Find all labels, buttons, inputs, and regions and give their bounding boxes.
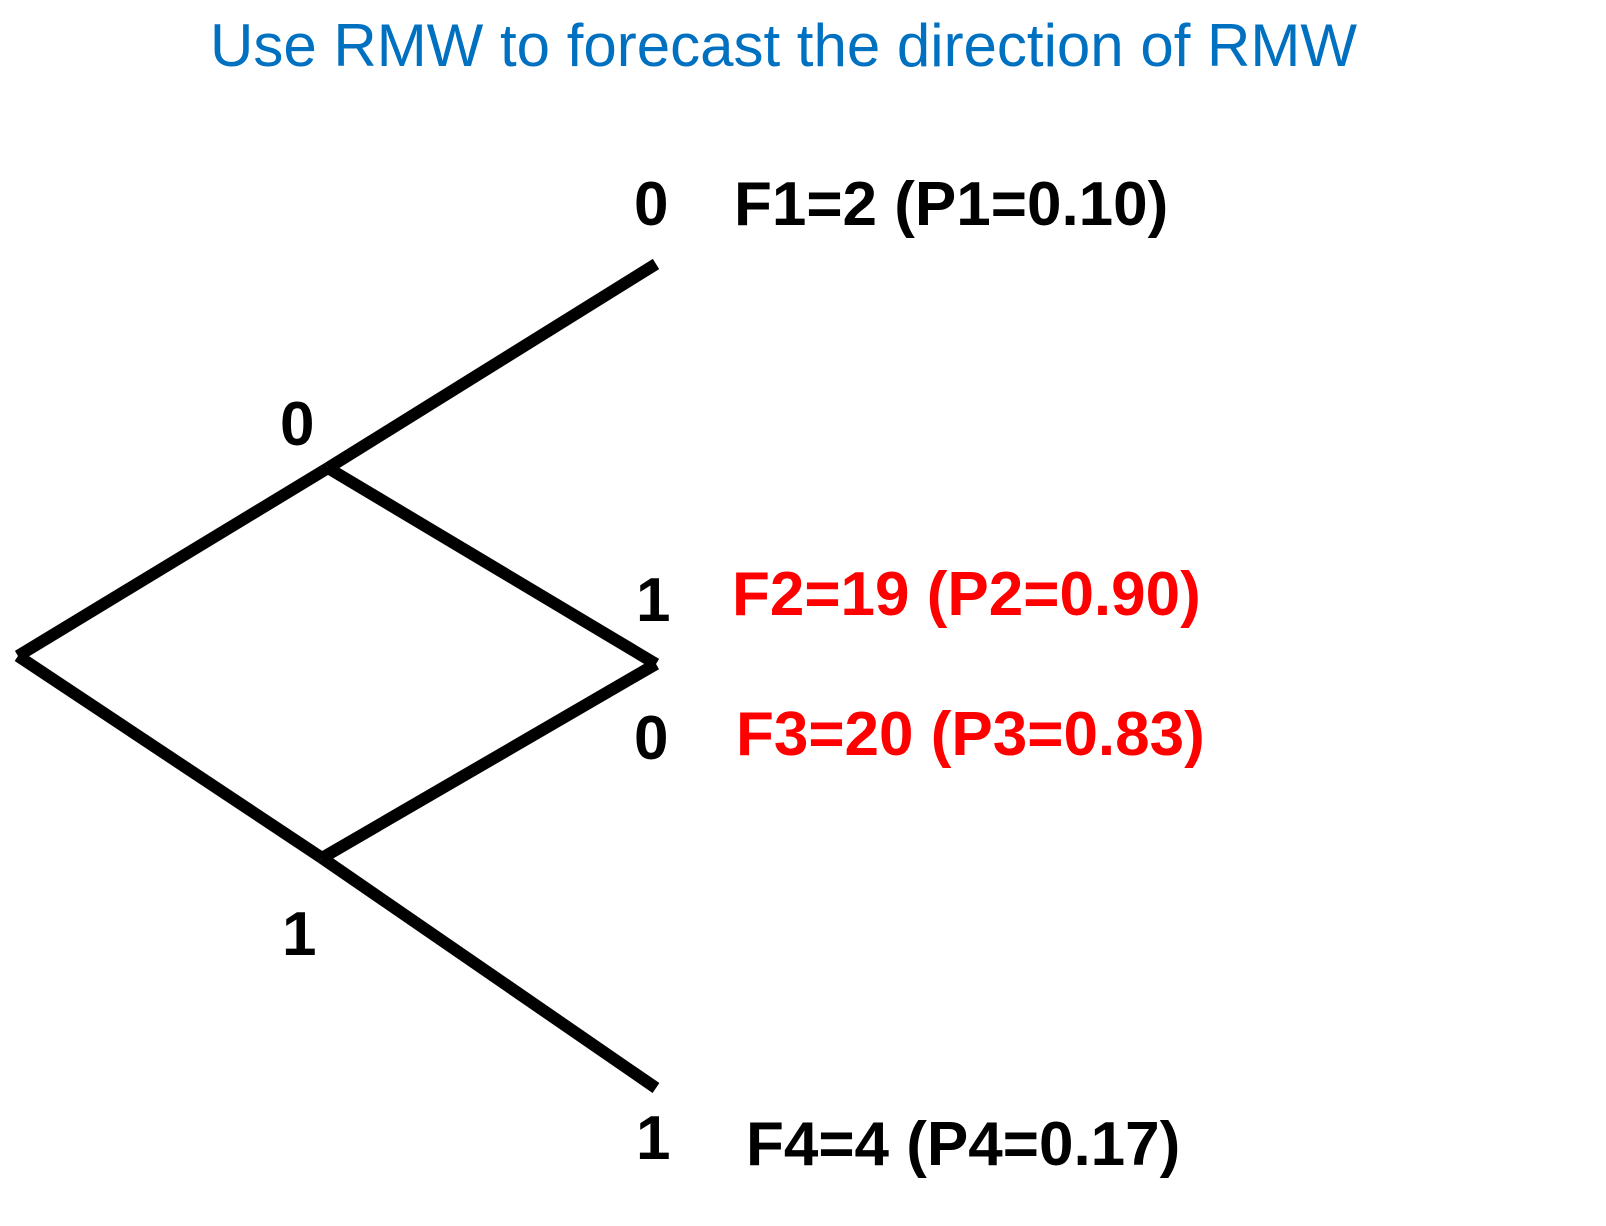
leaf-2-outcome: F2=19 (P2=0.90): [732, 560, 1201, 629]
leaf-4-outcome: F4=4 (P4=0.17): [746, 1110, 1181, 1179]
lower-node-label: 1: [282, 900, 317, 969]
page-title: Use RMW to forecast the direction of RMW: [210, 12, 1357, 79]
leaf-3-bit: 0: [634, 704, 669, 773]
branch-upper-to-leaf-1: [324, 258, 660, 474]
branch-root-to-upper: [14, 462, 332, 662]
upper-node-label: 0: [280, 390, 315, 459]
leaf-1-outcome: F1=2 (P1=0.10): [734, 170, 1169, 239]
leaf-1-bit: 0: [634, 170, 669, 239]
leaf-2-bit: 1: [636, 566, 671, 635]
leaf-3-outcome: F3=20 (P3=0.83): [736, 700, 1205, 769]
branch-lower-to-leaf-4: [318, 853, 660, 1093]
branch-upper-to-leaf-2: [324, 462, 660, 670]
branch-root-to-lower: [14, 651, 326, 863]
leaf-4-bit: 1: [636, 1104, 671, 1173]
branch-lower-to-leaf-3: [318, 658, 660, 864]
